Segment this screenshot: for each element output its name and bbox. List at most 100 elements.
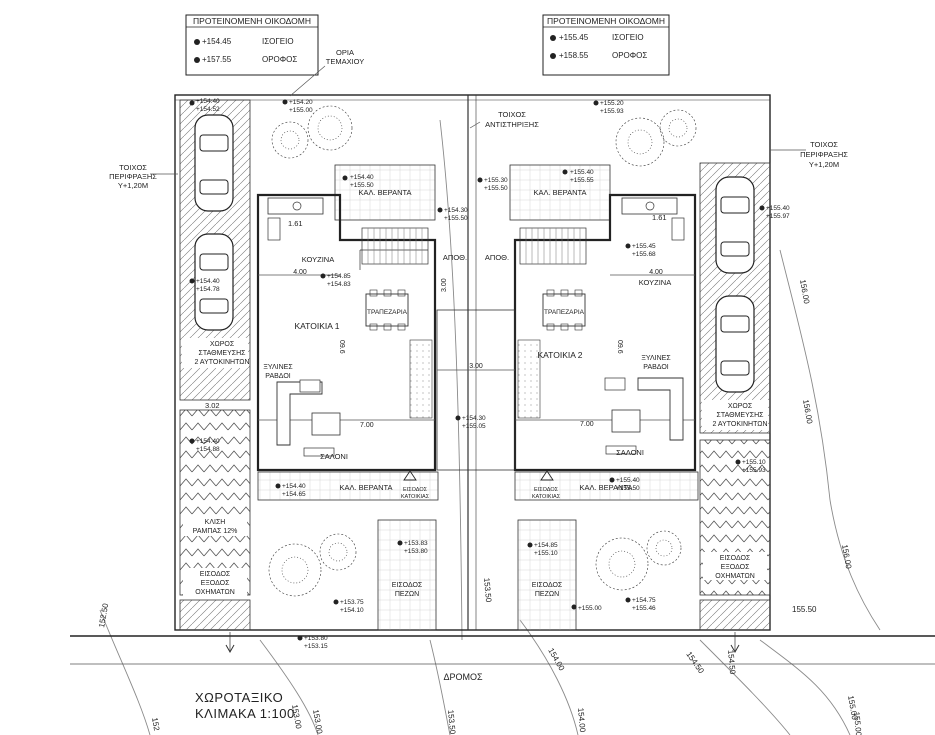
svg-text:+154.40: +154.40: [282, 483, 306, 490]
svg-text:+154.75: +154.75: [632, 597, 656, 604]
dimension-label: 09.6: [616, 340, 623, 354]
fence-wall-label-right: ΤΟΙΧΟΣ: [810, 140, 838, 149]
dimension-label: 7.00: [360, 422, 374, 429]
central-passage: [436, 309, 516, 471]
tree-icon: [615, 117, 665, 167]
vehicle-entrance-label: ΕΙΣΟΔΟΣ: [200, 571, 231, 578]
svg-text:+155.97: +155.97: [766, 213, 790, 220]
level-marker: +155.45+155.68: [625, 243, 656, 258]
fence-wall-label-left: Υ+1,20Μ: [118, 181, 148, 190]
road: [70, 635, 935, 665]
dimension-label: 1.61: [652, 213, 667, 222]
level-marker: +154.40+154.65: [275, 483, 306, 498]
svg-text:+155.50: +155.50: [484, 185, 508, 192]
contour-label: 155.00: [846, 695, 859, 721]
plot-limit-label: ΤΕΜΑΧΙΟΥ: [326, 57, 365, 66]
pedestrian-entrance-label: ΕΙΣΟΔΟΣ: [392, 582, 423, 589]
svg-text:+155.20: +155.20: [600, 100, 624, 107]
svg-text:+153.75: +153.75: [340, 599, 364, 606]
svg-text:+154.40: +154.40: [350, 174, 374, 181]
stairs-icon: [361, 227, 429, 265]
svg-text:+154.85: +154.85: [327, 273, 351, 280]
svg-text:+155.50: +155.50: [444, 215, 468, 222]
dimension-label: 3.00: [441, 278, 448, 292]
tree-icon: [268, 543, 322, 597]
level-marker: +154.75+155.46: [625, 597, 656, 612]
house-entrance-label: ΕΙΣΟΔΟΣ: [534, 487, 559, 493]
veranda-label: ΚΑΛ. ΒΕΡΑΝΤΑ: [358, 188, 411, 197]
drawing-scale: ΚΛΙΜΑΚΑ 1:100: [195, 706, 295, 721]
dining-table-icon: [542, 289, 586, 331]
proposed-building-box-2: ΠΡΟΤΕΙΝΟΜΕΝΗ ΟΙΚΟΔΟΜΗ +155.45 ΙΣΟΓΕΙΟ +1…: [542, 14, 670, 76]
ground-floor-level: +154.45: [202, 37, 232, 46]
level-marker: +154.40+154.52: [189, 98, 220, 113]
level-marker: +153.83+153.80: [397, 540, 428, 555]
wood-rods-label: ΞΥΛΙΝΕΣ: [641, 355, 671, 362]
contour-label: 154.50: [726, 649, 737, 675]
svg-text:+155.93: +155.93: [742, 467, 766, 474]
parking-label: ΣΤΑΘΜΕΥΣΗΣ: [717, 412, 765, 419]
svg-text:+153.80: +153.80: [304, 635, 328, 642]
contour-label: 153.00: [311, 709, 324, 735]
svg-text:+155.50: +155.50: [350, 182, 374, 189]
tree-icon: [319, 533, 357, 571]
contour-label: 153.50: [482, 577, 493, 603]
level-marker: +154.40+155.50: [342, 174, 374, 189]
pedestrian-entrance-label: ΠΕΖΩΝ: [395, 591, 419, 598]
level-marker: +155.40+155.97: [759, 205, 790, 220]
svg-text:+154.52: +154.52: [196, 106, 220, 113]
svg-text:+155.46: +155.46: [632, 605, 656, 612]
svg-text:+154.83: +154.83: [327, 281, 351, 288]
level-marker: +155.40+155.50: [609, 477, 640, 492]
ramp-label: ΚΛΙΣΗ: [205, 519, 226, 526]
first-floor-name: ΟΡΟΦΟΣ: [262, 55, 297, 64]
svg-text:+153.15: +153.15: [304, 643, 328, 650]
level-marker: +154.40+154.88: [189, 438, 220, 453]
vehicle-entrance-label: ΕΞΟΔΟΣ: [721, 564, 750, 571]
contour-label: 155.00: [852, 711, 863, 735]
first-floor-level: +158.55: [559, 51, 589, 60]
house-entrance-label: ΚΑΤΟΙΚΙΑΣ: [532, 494, 561, 500]
contour-label: 154.00: [546, 647, 566, 673]
pedestrian-entrance-label: ΕΙΣΟΔΟΣ: [532, 582, 563, 589]
pedestrian-path-1: [377, 519, 437, 631]
storage-label: ΑΠΟΘ.: [485, 253, 509, 262]
plot-limit-label: ΟΡΙΑ: [336, 48, 354, 57]
fence-wall-label-left: ΤΟΙΧΟΣ: [119, 163, 147, 172]
storage-label: ΑΠΟΘ.: [443, 253, 467, 262]
parking-label: ΣΤΑΘΜΕΥΣΗΣ: [199, 350, 247, 357]
contour-label: 152.50: [97, 602, 110, 628]
retaining-wall-label: ΤΟΙΧΟΣ: [498, 110, 526, 119]
ground-floor-name: ΙΣΟΓΕΙΟ: [612, 33, 644, 42]
level-marker: +154.20+155.00: [282, 99, 313, 114]
parking-label: ΧΩΡΟΣ: [210, 341, 235, 348]
level-marker: +155.30+155.50: [477, 177, 508, 192]
tree-icon: [307, 105, 353, 151]
tree-icon: [595, 537, 649, 591]
house-1: ΚΑΛ. ΒΕΡΑΝΤΑ 1.61 ΚΟΥΖΙΝΑ 4.00 ΤΡΑΠΕΖΑΡΙ…: [256, 164, 467, 472]
svg-text:+154.78: +154.78: [196, 286, 220, 293]
ramp-label: ΡΑΜΠΑΣ 12%: [193, 528, 238, 535]
level-marker: +155.10+155.93: [735, 459, 766, 474]
svg-text:+155.05: +155.05: [462, 423, 486, 430]
house-label: ΚΑΤΟΙΚΙΑ 2: [537, 350, 582, 360]
svg-text:+155.45: +155.45: [632, 243, 656, 250]
contour-label: 152: [150, 717, 161, 732]
vehicle-entrance-label: ΕΙΣΟΔΟΣ: [720, 555, 751, 562]
svg-text:+153.80: +153.80: [404, 548, 428, 555]
stairs-icon: [519, 227, 587, 265]
contour-lines: [99, 119, 881, 735]
level-marker: +154.85+154.83: [320, 273, 351, 288]
tree-icon: [659, 109, 697, 147]
contour-label: 153.50: [446, 709, 457, 735]
proposed-building-box-1: ΠΡΟΤΕΙΝΟΜΕΝΗ ΟΙΚΟΔΟΜΗ +154.45 ΙΣΟΓΕΙΟ +1…: [185, 14, 319, 76]
level-marker: +154.85+155.10: [527, 542, 558, 557]
entrance-triangle-icon: [540, 470, 554, 481]
parking-label: ΧΩΡΟΣ: [728, 403, 753, 410]
tree-icon: [646, 530, 682, 566]
house-entrance-label: ΕΙΣΟΔΟΣ: [403, 487, 428, 493]
box-heading: ΠΡΟΤΕΙΝΟΜΕΝΗ ΟΙΚΟΔΟΜΗ: [193, 16, 311, 26]
fence-wall-label-right: Υ+1,20Μ: [809, 160, 839, 169]
car-icon: [194, 233, 234, 331]
